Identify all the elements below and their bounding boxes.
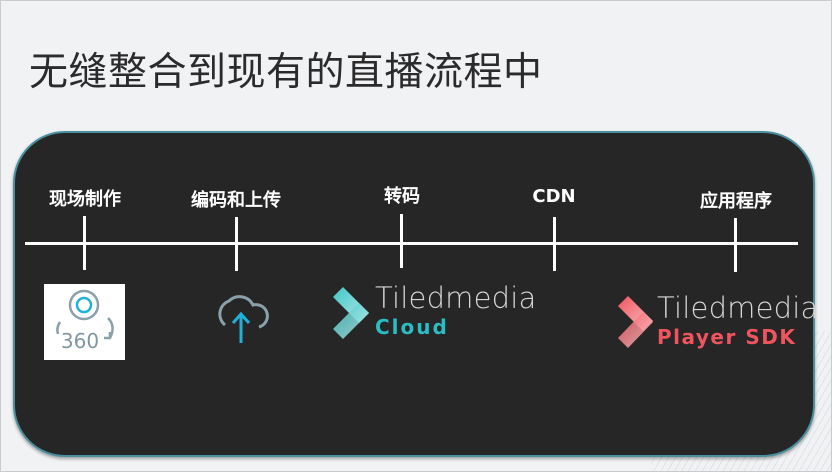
tiledmedia-player-logo-icon: [616, 295, 656, 349]
stage-label-cdn: CDN: [532, 186, 576, 207]
timeline-tick-transcode: [400, 214, 403, 268]
brand-product-cloud: Cloud: [375, 315, 449, 339]
timeline-tick-cdn: [553, 217, 556, 271]
cloud-upload-icon: [215, 289, 271, 345]
timeline-tick-production: [83, 216, 86, 270]
brand-name: Tiledmedia: [657, 291, 819, 325]
timeline-tick-app: [734, 218, 737, 272]
workflow-card: [13, 131, 815, 457]
stage-label-app: 应用程序: [700, 191, 772, 212]
brand-name: Tiledmedia: [375, 281, 537, 315]
timeline-tick-encode-upload: [235, 217, 238, 271]
stage-label-production: 现场制作: [49, 189, 121, 210]
brand-product-player-sdk: Player SDK: [657, 325, 797, 349]
timeline-line: [25, 242, 798, 245]
tiledmedia-cloud-brand: Tiledmedia Cloud: [375, 281, 537, 339]
stage-label-encode-upload: 编码和上传: [191, 190, 281, 211]
360-camera-icon: 360: [44, 284, 125, 360]
tiledmedia-player-brand: Tiledmedia Player SDK: [657, 291, 819, 349]
slide-title: 无缝整合到现有的直播流程中: [29, 50, 543, 95]
svg-text:360: 360: [61, 329, 99, 353]
stage-label-transcode: 转码: [384, 186, 420, 207]
tiledmedia-cloud-logo-icon: [331, 285, 371, 341]
